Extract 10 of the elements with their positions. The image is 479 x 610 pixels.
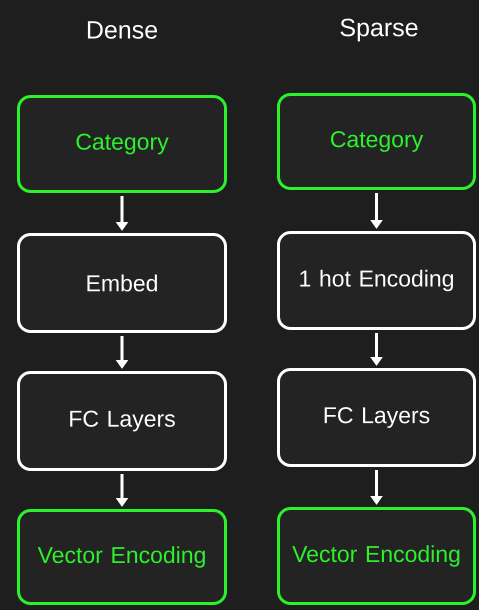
process-box: Category	[277, 93, 476, 190]
process-box: Category	[17, 95, 227, 193]
process-box: FC Layers	[17, 371, 227, 471]
column-heading: Sparse	[340, 18, 418, 42]
column-heading: Dense	[88, 21, 158, 39]
process-box: Vector Encoding	[17, 509, 227, 605]
process-box: 1 hot Encoding	[277, 231, 476, 330]
process-box: Embed	[17, 233, 227, 333]
process-box: FC Layers	[277, 368, 476, 467]
process-box: Vector Encoding	[277, 507, 476, 605]
